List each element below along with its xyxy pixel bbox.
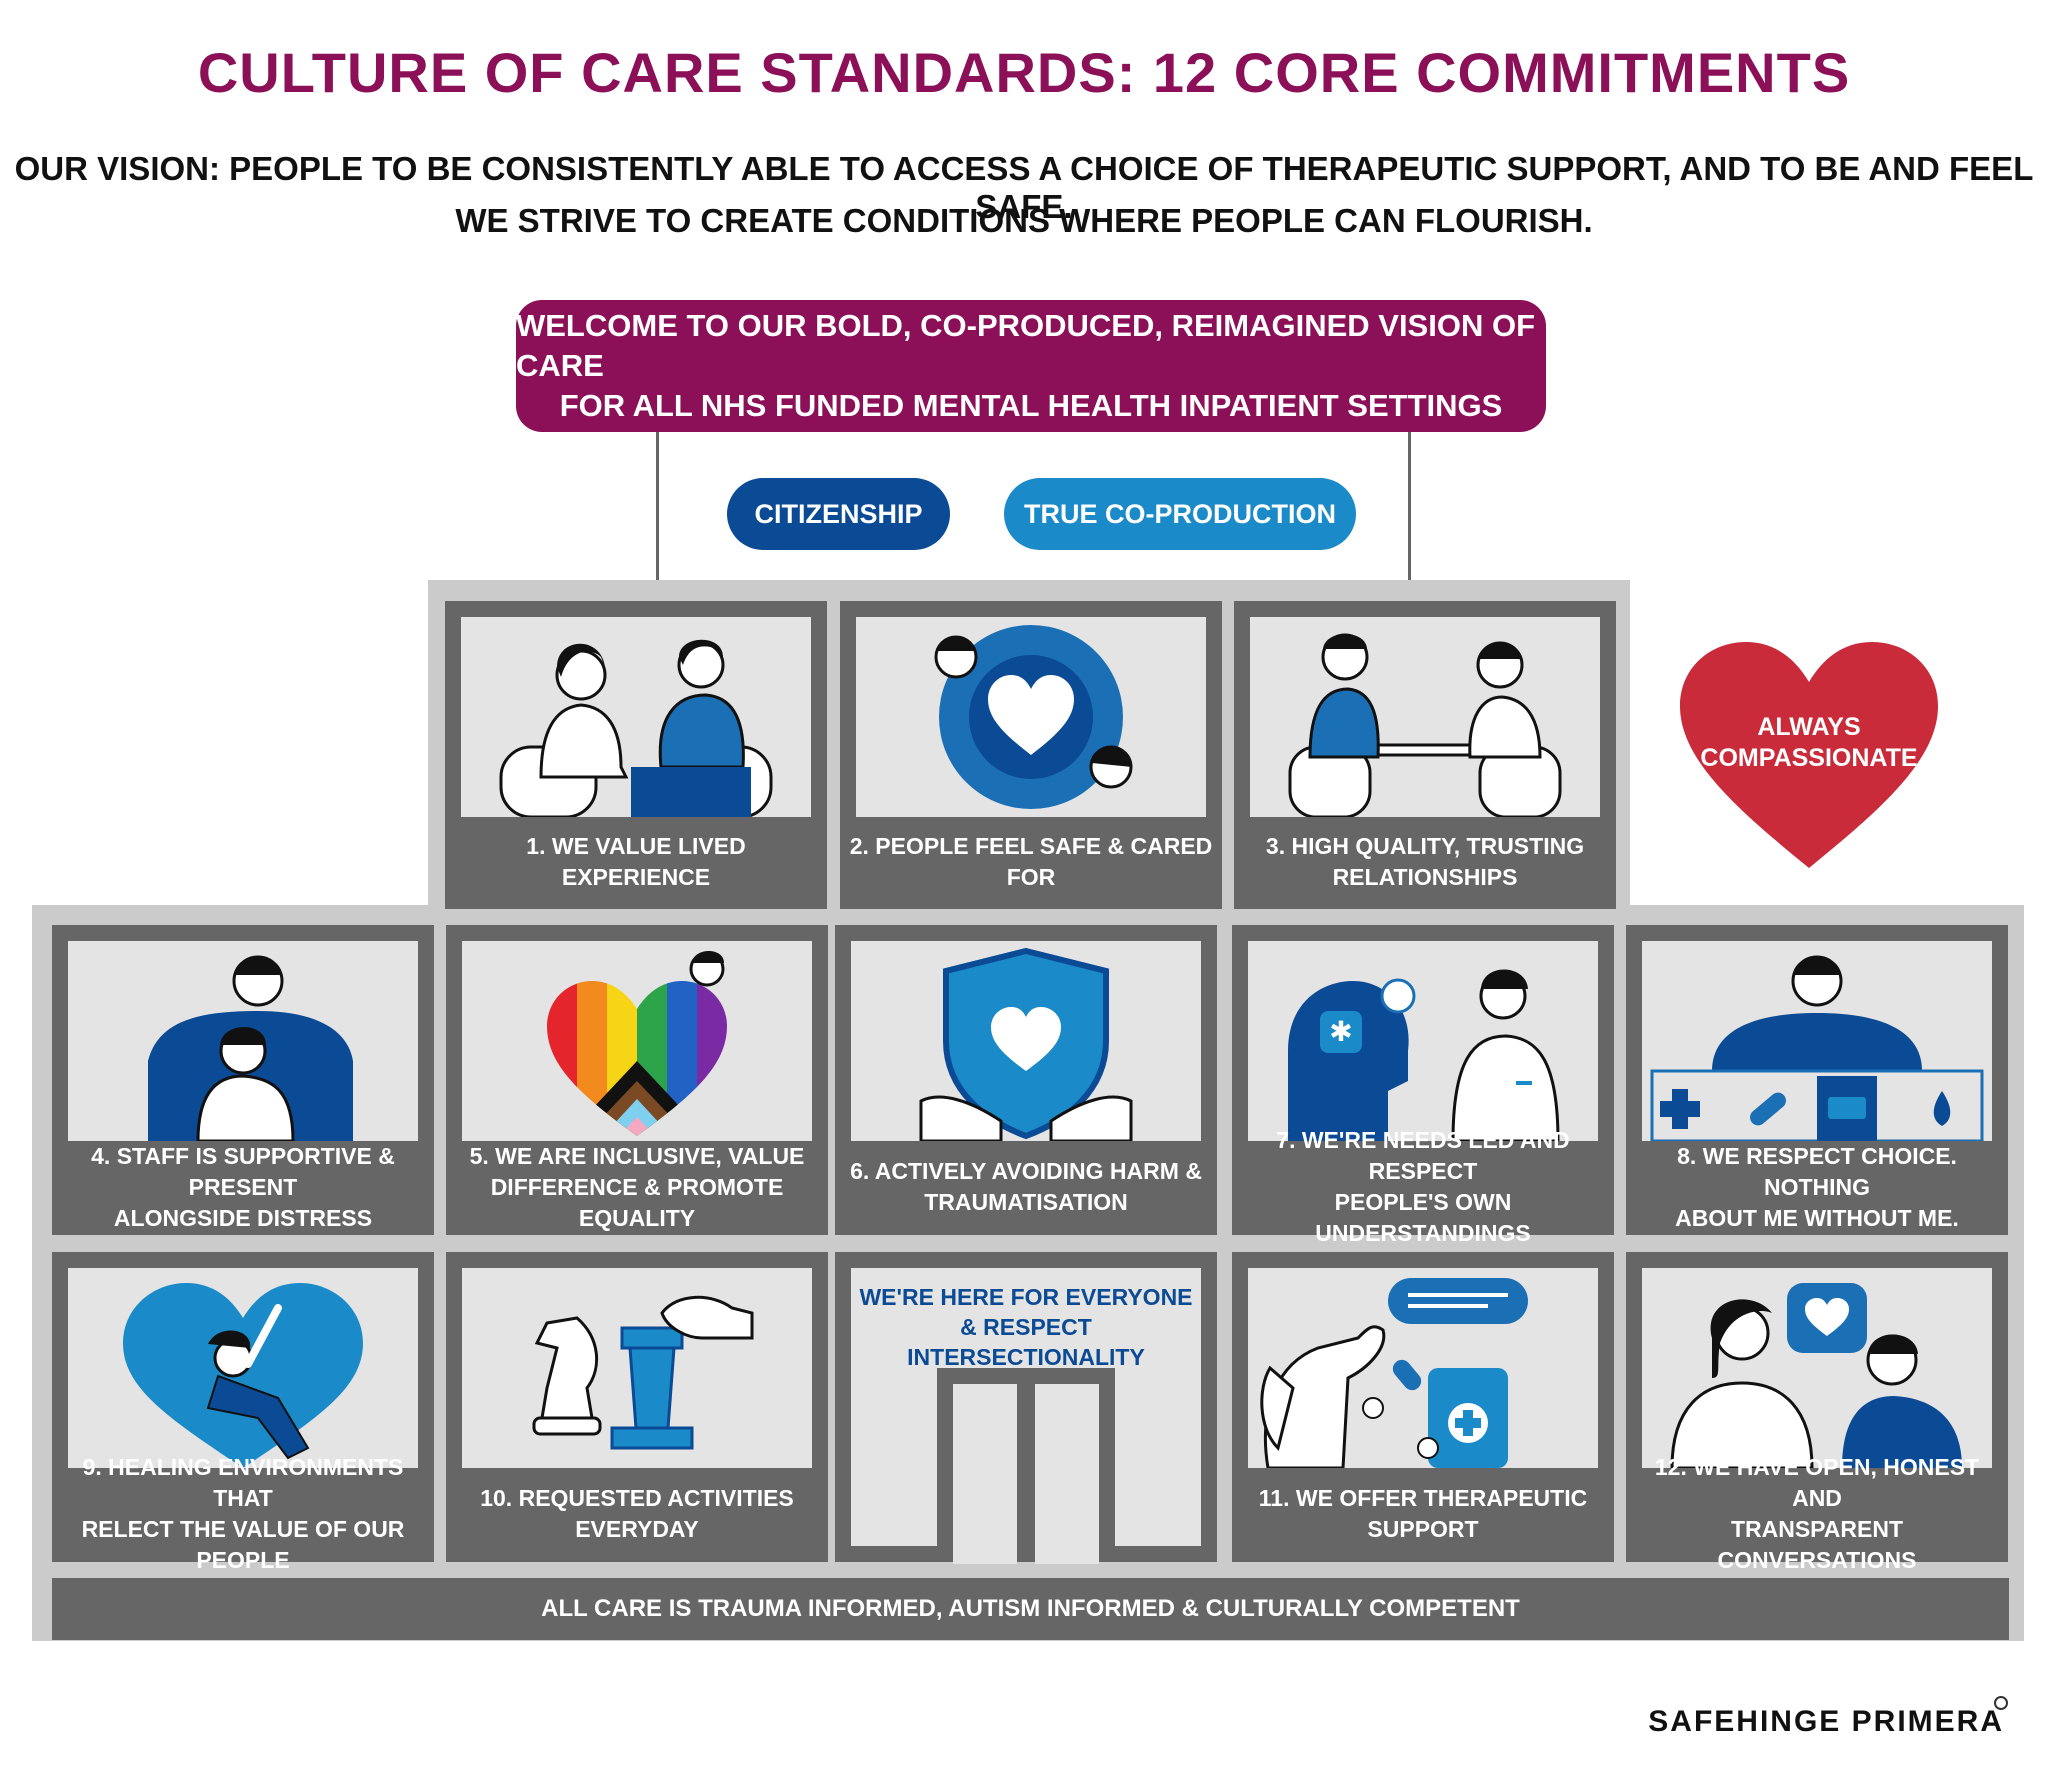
commitment-7-label: 7. WE'RE NEEDS LED AND RESPECT PEOPLE'S … bbox=[1276, 1127, 1569, 1246]
commitment-8: 8. WE RESPECT CHOICE. NOTHING ABOUT ME W… bbox=[1626, 925, 2008, 1235]
commitment-10-label: 10. REQUESTED ACTIVITIES EVERYDAY bbox=[480, 1485, 794, 1542]
door-panel: WE'RE HERE FOR EVERYONE & RESPECT INTERS… bbox=[851, 1268, 1201, 1564]
commitment-12-illustration bbox=[1642, 1268, 1992, 1468]
commitment-3-label: 3. HIGH QUALITY, TRUSTING RELATIONSHIPS bbox=[1265, 833, 1585, 890]
commitment-8-illustration bbox=[1642, 941, 1992, 1141]
rainbow-heart-icon bbox=[547, 951, 727, 1136]
page-title: CULTURE OF CARE STANDARDS: 12 CORE COMMI… bbox=[197, 41, 1851, 104]
svg-text:✱: ✱ bbox=[1329, 1015, 1352, 1048]
commitment-9-illustration bbox=[68, 1268, 418, 1468]
head-medical-writing-icon: ✱ bbox=[1288, 969, 1560, 1141]
door-right bbox=[1035, 1384, 1099, 1564]
brand-mark-icon bbox=[1994, 1696, 2008, 1710]
commitment-6: 6. ACTIVELY AVOIDING HARM & TRAUMATISATI… bbox=[835, 925, 1217, 1235]
commitment-11: 11. WE OFFER THERAPEUTIC SUPPORT bbox=[1232, 1252, 1614, 1562]
heart-line-2: COMPASSIONATE bbox=[1700, 744, 1918, 772]
commitment-1-illustration bbox=[461, 617, 811, 817]
welcome-line-2: FOR ALL NHS FUNDED MENTAL HEALTH INPATIE… bbox=[559, 388, 1503, 423]
vision-line-2: WE STRIVE TO CREATE CONDITIONS WHERE PEO… bbox=[455, 202, 1593, 239]
door-tile: WE'RE HERE FOR EVERYONE & RESPECT INTERS… bbox=[835, 1252, 1217, 1564]
heart-figure-icon bbox=[123, 1283, 363, 1468]
door-frame bbox=[937, 1368, 1115, 1564]
commitment-9-label: 9. HEALING ENVIRONMENTS THAT RELECT THE … bbox=[81, 1454, 405, 1573]
connector-right bbox=[1408, 432, 1411, 602]
commitment-9: 9. HEALING ENVIRONMENTS THAT RELECT THE … bbox=[52, 1252, 434, 1573]
shield-heart-hands-icon bbox=[919, 947, 1133, 1141]
door-sign-line-2: & RESPECT INTERSECTIONALITY bbox=[907, 1314, 1145, 1370]
commitment-2: 2. PEOPLE FEEL SAFE & CARED FOR bbox=[840, 601, 1222, 909]
heart-circle-embrace-icon bbox=[934, 625, 1133, 809]
welcome-banner: WELCOME TO OUR BOLD, CO-PRODUCED, REIMAG… bbox=[516, 300, 1546, 432]
connector-left bbox=[656, 432, 659, 602]
heart-icon bbox=[1680, 642, 1938, 868]
commitment-4-label: 4. STAFF IS SUPPORTIVE & PRESENT ALONGSI… bbox=[91, 1142, 395, 1231]
commitment-5-label: 5. WE ARE INCLUSIVE, VALUE DIFFERENCE & … bbox=[469, 1142, 805, 1231]
hug-icon bbox=[148, 955, 353, 1141]
foundation-bar: ALL CARE IS TRAUMA INFORMED, AUTISM INFO… bbox=[52, 1578, 2009, 1640]
citizenship-pill: CITIZENSHIP bbox=[727, 478, 950, 550]
brand-logo: SAFEHINGE PRIMERA bbox=[1648, 1705, 2004, 1738]
commitment-4: 4. STAFF IS SUPPORTIVE & PRESENT ALONGSI… bbox=[52, 925, 434, 1235]
commitment-8-label: 8. WE RESPECT CHOICE. NOTHING ABOUT ME W… bbox=[1675, 1142, 1959, 1231]
door-left bbox=[953, 1384, 1017, 1564]
choice-cards-icon bbox=[1650, 955, 1984, 1141]
commitment-10-illustration bbox=[462, 1268, 812, 1468]
commitment-12: 12. WE HAVE OPEN, HONEST AND TRANSPARENT… bbox=[1626, 1252, 2008, 1573]
commitment-1-label: 1. WE VALUE LIVED EXPERIENCE bbox=[526, 833, 746, 890]
commitment-1: 1. WE VALUE LIVED EXPERIENCE bbox=[445, 601, 827, 909]
conversation-heart-icon bbox=[1670, 1283, 1962, 1468]
commitment-3: 3. HIGH QUALITY, TRUSTING RELATIONSHIPS bbox=[1234, 601, 1616, 909]
commitment-10: 10. REQUESTED ACTIVITIES EVERYDAY bbox=[446, 1252, 828, 1562]
commitment-7-illustration: ✱ bbox=[1248, 941, 1598, 1141]
commitment-2-illustration bbox=[856, 617, 1206, 817]
commitment-11-illustration bbox=[1248, 1268, 1598, 1468]
commitment-4-illustration bbox=[68, 941, 418, 1141]
commitment-6-label: 6. ACTIVELY AVOIDING HARM & TRAUMATISATI… bbox=[850, 1158, 1202, 1215]
commitment-12-label: 12. WE HAVE OPEN, HONEST AND TRANSPARENT… bbox=[1655, 1454, 1979, 1573]
always-compassionate-heart: ALWAYS COMPASSIONATE bbox=[1678, 640, 1940, 870]
heart-line-1: ALWAYS bbox=[1757, 713, 1861, 741]
commitment-11-label: 11. WE OFFER THERAPEUTIC SUPPORT bbox=[1258, 1485, 1588, 1542]
chess-pieces-icon bbox=[532, 1295, 754, 1450]
commitment-5-illustration bbox=[462, 941, 812, 1141]
commitment-3-illustration bbox=[1250, 617, 1600, 817]
people-at-table-icon bbox=[1288, 633, 1562, 817]
coproduction-pill: TRUE CO-PRODUCTION bbox=[1004, 478, 1356, 550]
commitment-7: ✱ 7. WE'RE NEEDS LED AND RESPECT PEOPLE'… bbox=[1232, 925, 1614, 1246]
two-people-talking-icon bbox=[499, 639, 773, 817]
commitment-6-illustration bbox=[851, 941, 1201, 1141]
commitment-5: 5. WE ARE INCLUSIVE, VALUE DIFFERENCE & … bbox=[446, 925, 828, 1235]
vision-line-1: OUR VISION: PEOPLE TO BE CONSISTENTLY AB… bbox=[14, 150, 2034, 225]
dog-medicine-icon bbox=[1260, 1278, 1528, 1468]
door-sign-line-1: WE'RE HERE FOR EVERYONE bbox=[859, 1284, 1193, 1310]
welcome-line-1: WELCOME TO OUR BOLD, CO-PRODUCED, REIMAG… bbox=[516, 308, 1536, 383]
commitment-2-label: 2. PEOPLE FEEL SAFE & CARED FOR bbox=[849, 833, 1213, 890]
